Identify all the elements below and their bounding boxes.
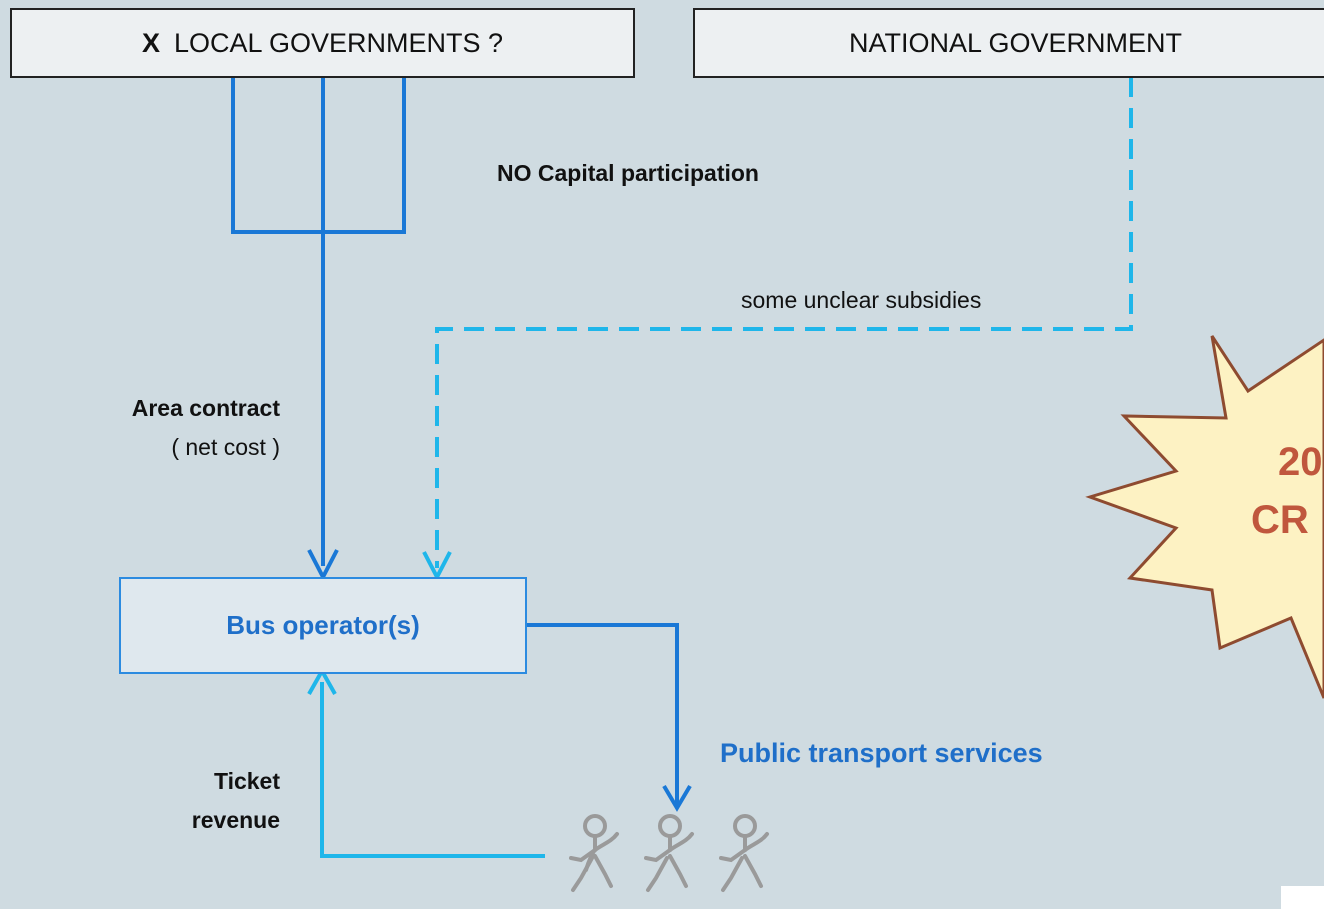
local-governments-box: X LOCAL GOVERNMENTS ? xyxy=(10,8,635,78)
no-capital-label: NO Capital participation xyxy=(497,160,759,186)
person-icon xyxy=(569,814,619,892)
local-gov-fork-lines xyxy=(231,77,406,566)
national-gov-label: NATIONAL GOVERNMENT xyxy=(848,27,1183,58)
corner-panel xyxy=(1281,886,1324,909)
starburst-text-line1: 20 xyxy=(1278,440,1323,484)
bus-operator-box: Bus operator(s) xyxy=(119,577,527,674)
service-line xyxy=(527,623,679,805)
national-government-box: NATIONAL GOVERNMENT xyxy=(693,8,1324,78)
bus-operator-label: Bus operator(s) xyxy=(226,610,420,640)
revenue-label: revenue xyxy=(191,807,280,833)
subsidy-dashed-line xyxy=(435,77,1133,568)
person-icon xyxy=(719,814,769,892)
starburst-text-line2: CR xyxy=(1251,498,1309,542)
net-cost-label: ( net cost ) xyxy=(171,434,280,460)
person-icon xyxy=(644,814,694,892)
passengers-group xyxy=(569,814,769,892)
ticket-label: Ticket xyxy=(213,768,280,794)
local-gov-marker: X xyxy=(141,27,160,58)
revenue-line xyxy=(320,682,545,858)
area-contract-label: Area contract xyxy=(131,395,280,421)
subsidies-label: some unclear subsidies xyxy=(741,287,982,313)
service-arrowhead xyxy=(662,784,692,812)
local-gov-label: LOCAL GOVERNMENTS ? xyxy=(173,27,504,58)
starburst-shape xyxy=(1085,335,1324,699)
public-transport-label: Public transport services xyxy=(720,738,1043,768)
